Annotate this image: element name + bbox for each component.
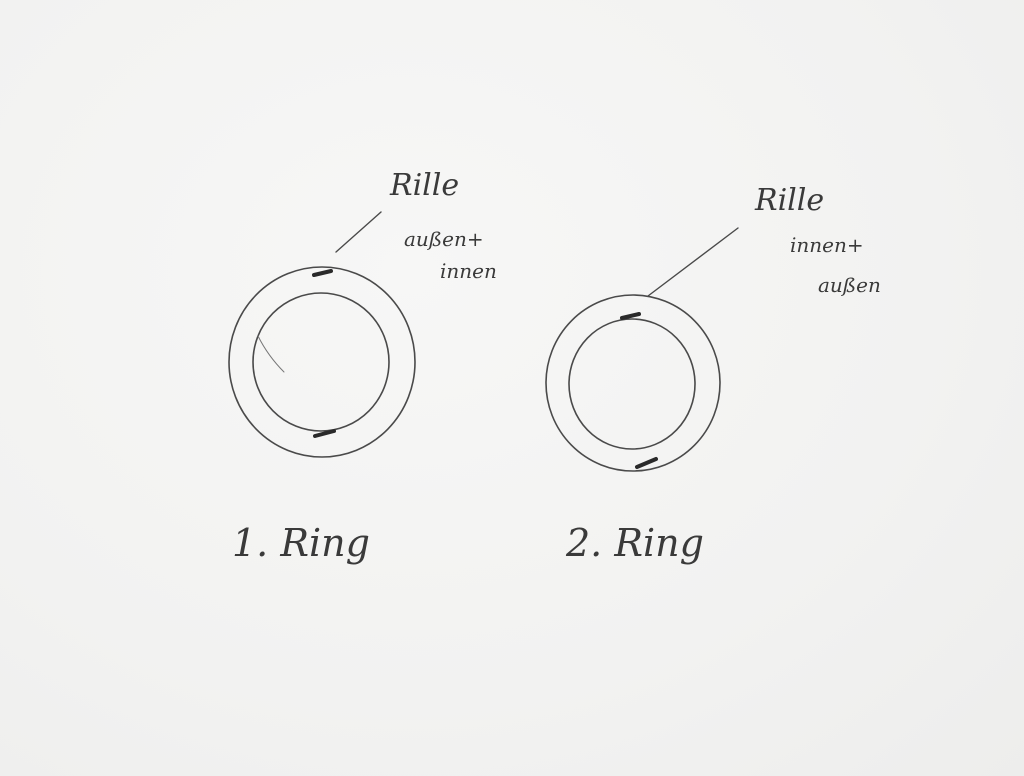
ring-1-caption: 1. Ring	[232, 521, 370, 565]
ring-2-note-line-1: innen+	[790, 233, 864, 257]
ring-2-groove-top	[620, 312, 641, 320]
ring-2-outer-circle	[545, 294, 721, 472]
ring-2-caption: 2. Ring	[565, 521, 704, 565]
ring-1-note-line-2: innen	[440, 259, 497, 283]
ring-2-groove-bottom	[635, 457, 658, 469]
ring-1-groove-top	[312, 269, 333, 277]
ring-2-inner-circle	[568, 318, 696, 450]
ring-1-label-rille: Rille	[389, 168, 459, 203]
ring-2-note-line-2: außen	[818, 273, 881, 297]
ring-2-label-rille: Rille	[754, 183, 824, 218]
ring-1-inner-circle	[252, 292, 390, 432]
ring-1-leader-line	[335, 211, 382, 253]
ring-1-stray-line	[257, 335, 285, 373]
ring-1-note-line-1: außen+	[404, 227, 484, 251]
ring-1-outer-circle	[228, 266, 416, 458]
ring-2-group	[545, 227, 739, 472]
ring-1-group	[228, 211, 416, 458]
ring-2-leader-line	[647, 227, 739, 297]
ring-1-groove-bottom	[313, 429, 336, 438]
